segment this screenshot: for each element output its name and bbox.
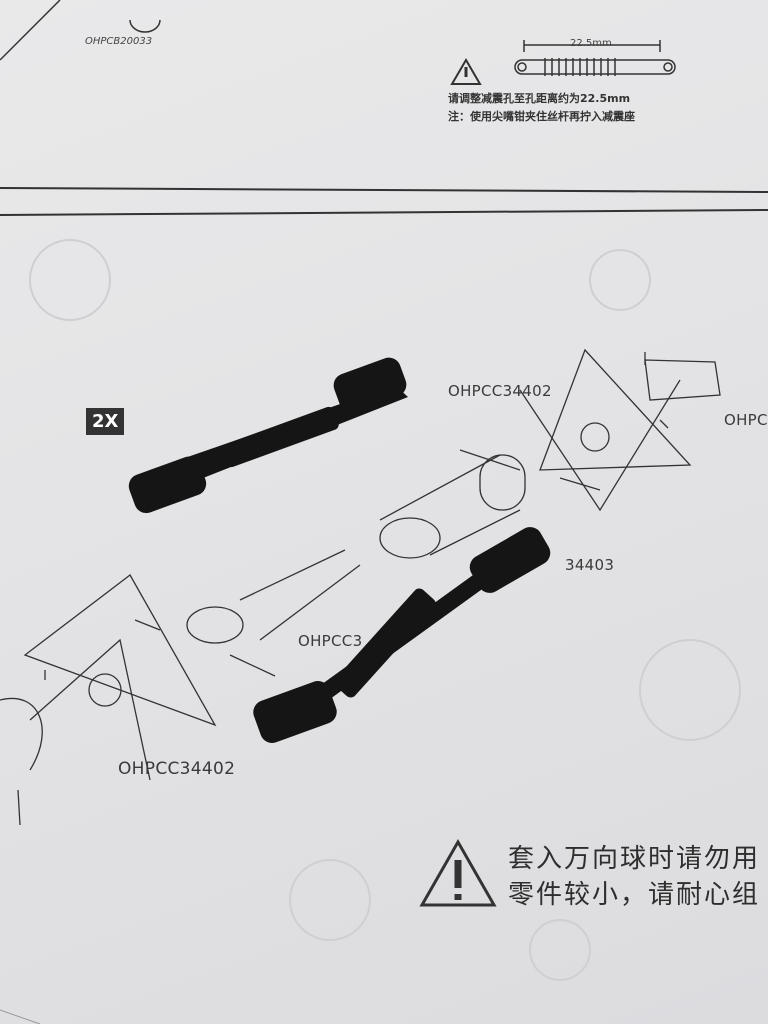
shock-absorber-drawing <box>129 19 676 76</box>
part-label-middle: 34403 <box>565 556 615 574</box>
part-code-top: OHPCB20033 <box>85 36 153 47</box>
exploded-view-drawing <box>0 348 721 826</box>
part-label-top-right: OHPCC34402 <box>448 382 552 400</box>
warning-icon-small <box>450 58 482 85</box>
warning-line-1: 套入万向球时请勿用 <box>508 844 761 874</box>
note-line-1: 请调整减震孔至孔距离约为22.5mm <box>448 92 631 105</box>
part-label-middle-left: OHPCC3 <box>298 632 363 650</box>
drive-shaft-2 <box>253 527 551 743</box>
dimension-label: 22.5mm <box>570 38 612 49</box>
note-line-2: 注：使用尖嘴钳夹住丝杆再拧入减震座 <box>448 110 635 123</box>
background-watermark-drawings <box>29 239 741 981</box>
part-label-edge-right: OHPC <box>724 411 768 429</box>
quantity-badge: 2X <box>86 408 125 435</box>
part-label-bottom-left: OHPCC34402 <box>118 759 236 779</box>
warning-line-2: 零件较小，请耐心组 <box>508 880 761 910</box>
drive-shaft-1 <box>128 357 408 514</box>
warning-icon-large <box>419 838 497 907</box>
